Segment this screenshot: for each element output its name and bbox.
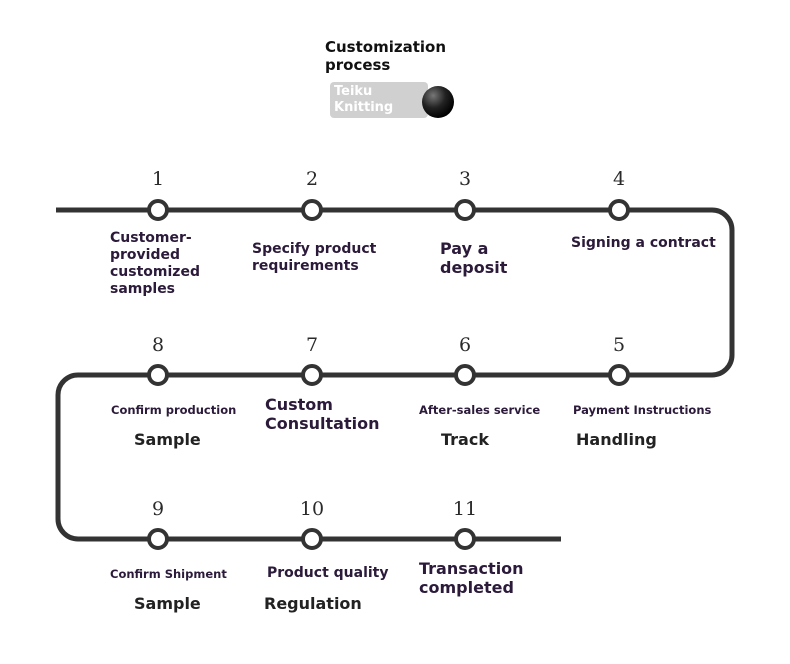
step-9-number: 9 — [151, 498, 165, 520]
step-2-label: Specify product requirements — [252, 241, 377, 274]
step-8-sublabel: Sample — [134, 430, 201, 449]
track-line — [55, 207, 735, 542]
step-7-number: 7 — [305, 334, 319, 356]
step-9-label: Confirm Shipment — [110, 567, 227, 581]
step-10-sublabel: Regulation — [264, 594, 362, 613]
step-11-node — [454, 528, 476, 550]
step-6-label: After-sales service — [419, 403, 541, 417]
step-2-number: 2 — [305, 168, 319, 190]
step-4-number: 4 — [612, 168, 626, 190]
company-logo: Teiku Knitting — [330, 82, 460, 120]
step-1-node — [147, 199, 169, 221]
step-2-node — [301, 199, 323, 221]
step-11-number: 11 — [452, 498, 478, 520]
step-7-node — [301, 364, 323, 386]
step-10-number: 10 — [299, 498, 325, 520]
step-7-label: Custom Consultation — [265, 395, 380, 433]
step-8-number: 8 — [151, 334, 165, 356]
step-8-node — [147, 364, 169, 386]
step-1-label: Customer-provided customized samples — [110, 230, 200, 297]
step-5-sublabel: Handling — [576, 430, 657, 449]
step-5-node — [608, 364, 630, 386]
step-5-number: 5 — [612, 334, 626, 356]
step-10-label: Product quality — [267, 565, 389, 581]
step-4-node — [608, 199, 630, 221]
step-1-number: 1 — [151, 168, 165, 190]
step-6-node — [454, 364, 476, 386]
step-9-sublabel: Sample — [134, 594, 201, 613]
step-8-label: Confirm production — [111, 403, 237, 417]
logo-text: Teiku Knitting — [330, 82, 428, 118]
step-11-label: Transaction completed — [419, 559, 524, 597]
step-6-number: 6 — [458, 334, 472, 356]
step-5-label: Payment Instructions — [573, 403, 712, 417]
step-6-sublabel: Track — [441, 430, 489, 449]
step-3-number: 3 — [458, 168, 472, 190]
step-3-label: Pay a deposit — [440, 239, 508, 277]
yarn-ball-icon — [422, 86, 454, 118]
step-4-label: Signing a contract — [571, 235, 716, 251]
step-10-node — [301, 528, 323, 550]
step-3-node — [454, 199, 476, 221]
step-9-node — [147, 528, 169, 550]
page-title: Customization process — [325, 38, 447, 74]
